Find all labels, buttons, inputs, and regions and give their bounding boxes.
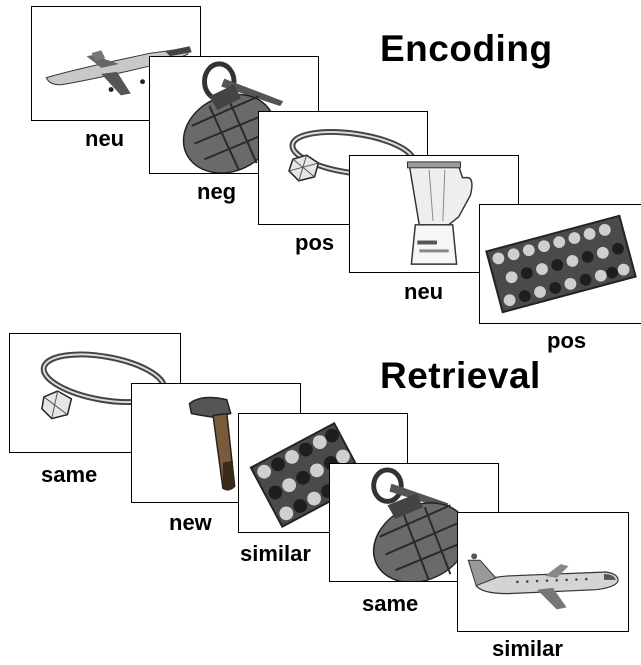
grenade-icon [182, 61, 284, 173]
airplane-icon [467, 553, 619, 610]
retrieval-label-1: same [41, 462, 98, 487]
blender-icon [406, 161, 473, 265]
retrieval-label-4: same [362, 591, 419, 616]
encoding-title: Encoding [380, 28, 553, 69]
encoding-label-5: pos [547, 328, 587, 353]
encoding-label-2: neg [197, 179, 237, 204]
retrieval-label-3: similar [240, 541, 311, 566]
retrieval-label-5: similar [492, 636, 563, 661]
encoding-label-4: neu [404, 279, 444, 304]
encoding-card-2 [149, 56, 319, 174]
retrieval-title: Retrieval [380, 355, 541, 396]
encoding-label-3: pos [295, 230, 335, 255]
grenade-icon [371, 467, 469, 581]
ring-icon [40, 351, 167, 420]
chocolate-box-icon [485, 214, 637, 314]
encoding-card-5 [479, 204, 641, 324]
retrieval-label-2: new [169, 510, 212, 535]
encoding-label-1: neu [85, 126, 125, 151]
hammer-icon [188, 396, 236, 491]
retrieval-card-5 [457, 512, 629, 632]
